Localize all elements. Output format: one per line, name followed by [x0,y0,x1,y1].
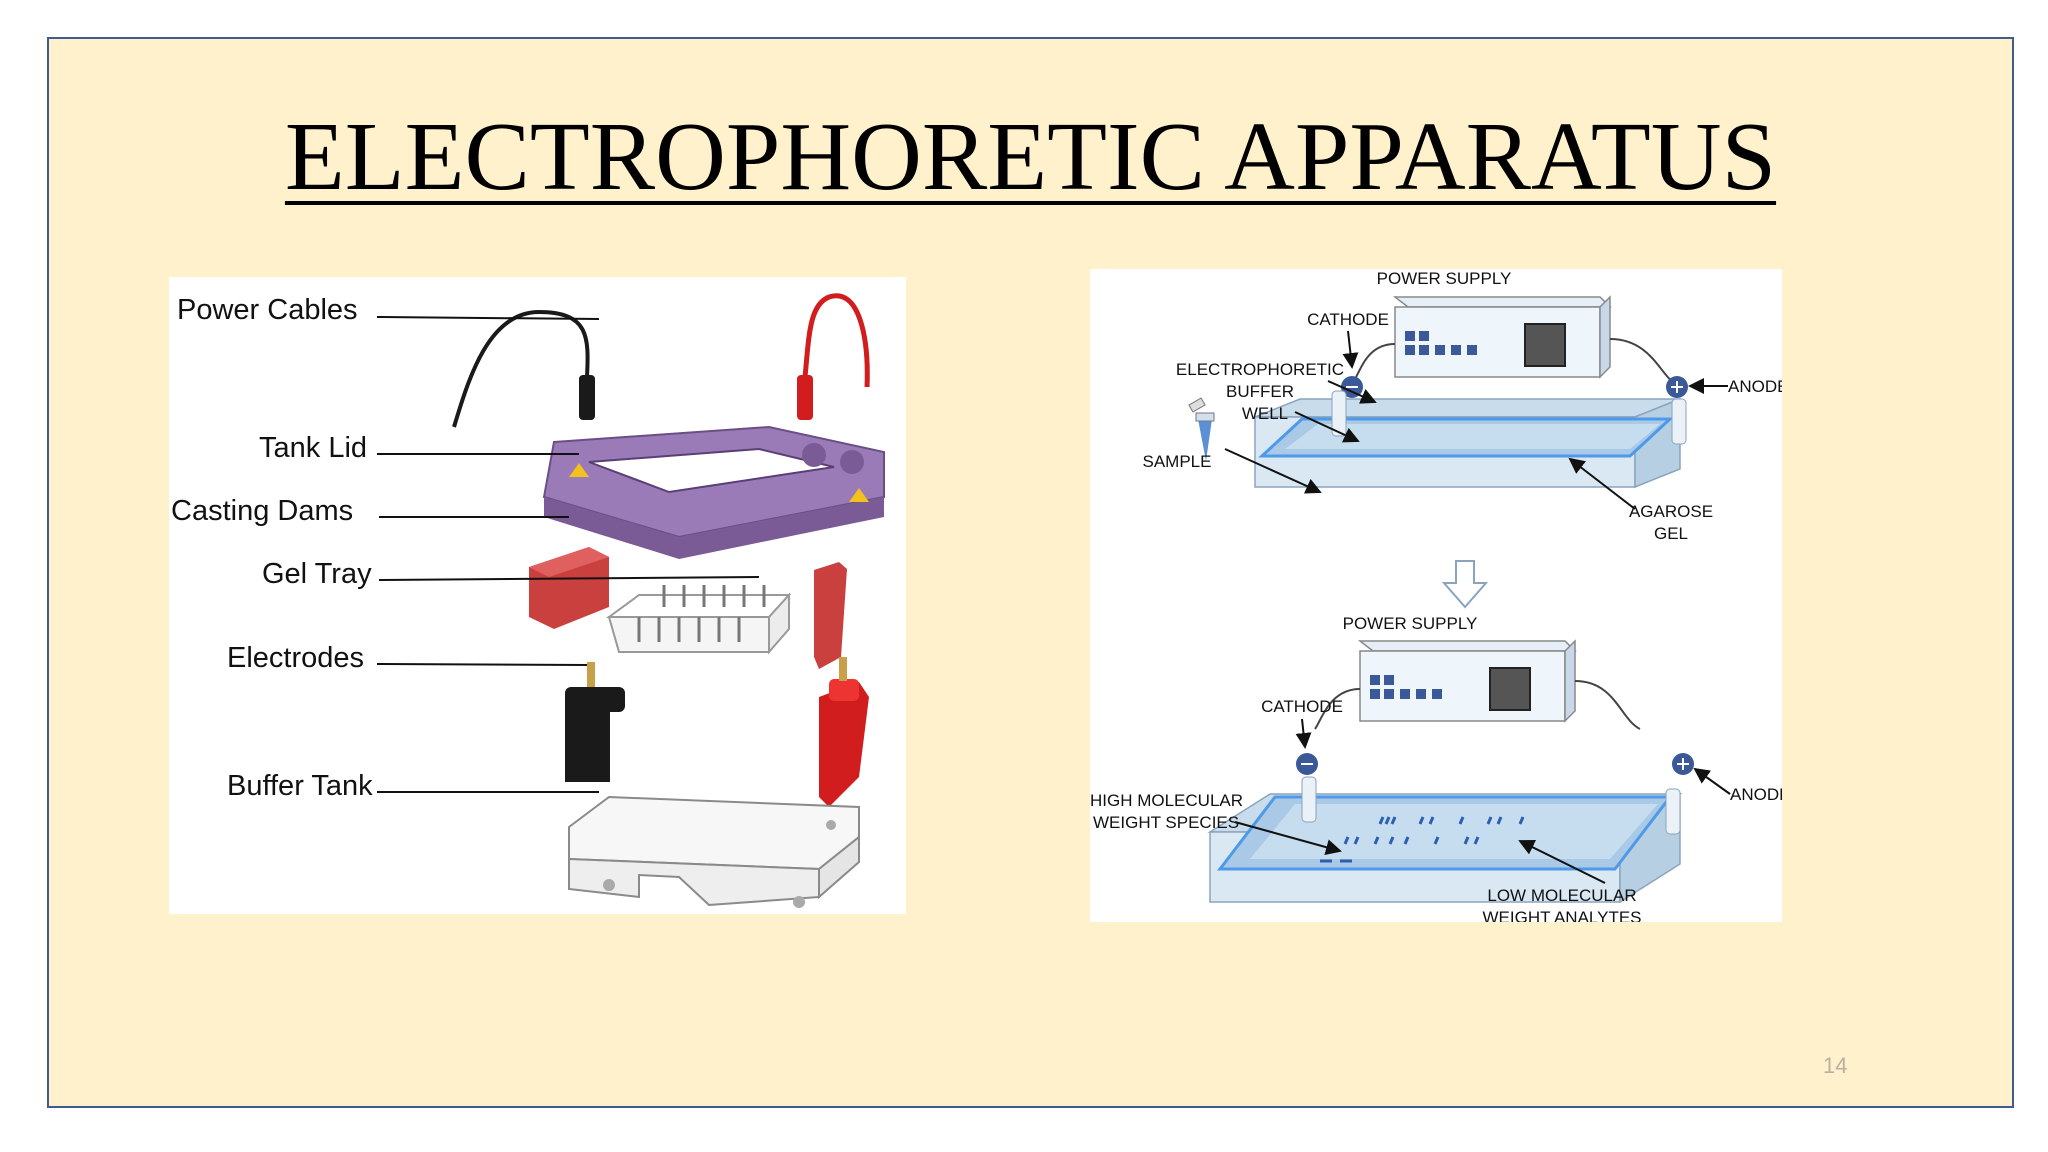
agarose-gel-label-1: AGAROSE [1629,502,1713,521]
page-number: 14 [1823,1053,1848,1078]
label-buffer-tank: Buffer Tank [227,770,373,802]
low-molecular-label-2: WEIGHT ANALYTES [1482,908,1641,922]
label-casting-dams: Casting Dams [171,495,353,527]
agarose-gel-label-2: GEL [1654,524,1688,543]
black-cable-plug [579,375,595,420]
tank-lid [542,425,885,559]
buffer-tank [568,795,860,908]
top-gel-box [1254,390,1687,489]
bottom-gel-box [1207,776,1683,904]
red-power-cable [802,293,870,388]
top-cathode-label: CATHODE [1307,310,1389,329]
sample-tube-icon [1188,397,1215,461]
electrophoretic-buffer-label-2: BUFFER [1226,382,1294,401]
casting-dam-right [814,562,847,669]
dna-bands [1320,816,1525,863]
high-molecular-label-1: HIGH MOLECULAR [1090,791,1243,810]
low-molecular-label-1: LOW MOLECULAR [1487,886,1636,905]
apparatus-exploded-view: Power Cables Tank Lid Casting Dams Gel T… [169,277,906,914]
label-power-cables: Power Cables [177,294,358,326]
red-electrode [819,657,869,807]
bottom-cathode-minus-icon [1296,753,1318,775]
top-power-supply-label: POWER SUPPLY [1377,269,1512,288]
bottom-power-supply-label: POWER SUPPLY [1343,614,1478,633]
black-power-cable [452,309,590,428]
gel-tray [605,585,792,655]
bottom-anode-plus-icon [1672,753,1694,775]
red-cable-plug [797,375,813,420]
transition-down-arrow-icon [1441,560,1489,609]
top-anode-plus-icon [1666,376,1688,398]
slide-title: ELECTROPHORETIC APPARATUS [284,103,1777,211]
bottom-power-supply [1357,639,1577,723]
sample-label: SAMPLE [1143,452,1212,471]
casting-dam-left [529,547,609,629]
label-tank-lid: Tank Lid [259,432,367,464]
well-label: WELL [1242,404,1288,423]
bottom-cathode-label: CATHODE [1261,697,1343,716]
label-gel-tray: Gel Tray [262,558,372,590]
black-electrode [565,662,625,782]
high-molecular-label-2: WEIGHT SPECIES [1093,813,1239,832]
electrophoretic-buffer-label-1: ELECTROPHORETIC [1176,360,1344,379]
top-power-supply [1392,295,1612,379]
top-cathode-minus-icon [1341,376,1363,398]
label-electrodes: Electrodes [227,642,364,674]
